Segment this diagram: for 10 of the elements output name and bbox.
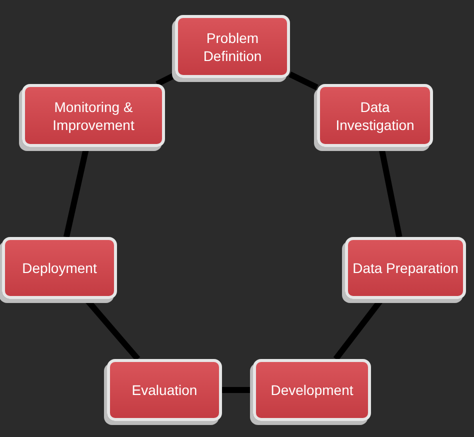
step-label: Deployment bbox=[22, 259, 97, 277]
step-label: Development bbox=[270, 381, 354, 399]
step-label: Problem Definition bbox=[202, 28, 263, 64]
connector-line bbox=[222, 387, 253, 393]
step-label: Data Preparation bbox=[352, 259, 458, 277]
connector-line bbox=[288, 72, 318, 90]
step-label: Evaluation bbox=[132, 381, 198, 399]
step-label: Monitoring & Improvement bbox=[52, 98, 136, 134]
step-label: Data Investigation bbox=[334, 98, 416, 134]
connector-line bbox=[156, 72, 176, 87]
